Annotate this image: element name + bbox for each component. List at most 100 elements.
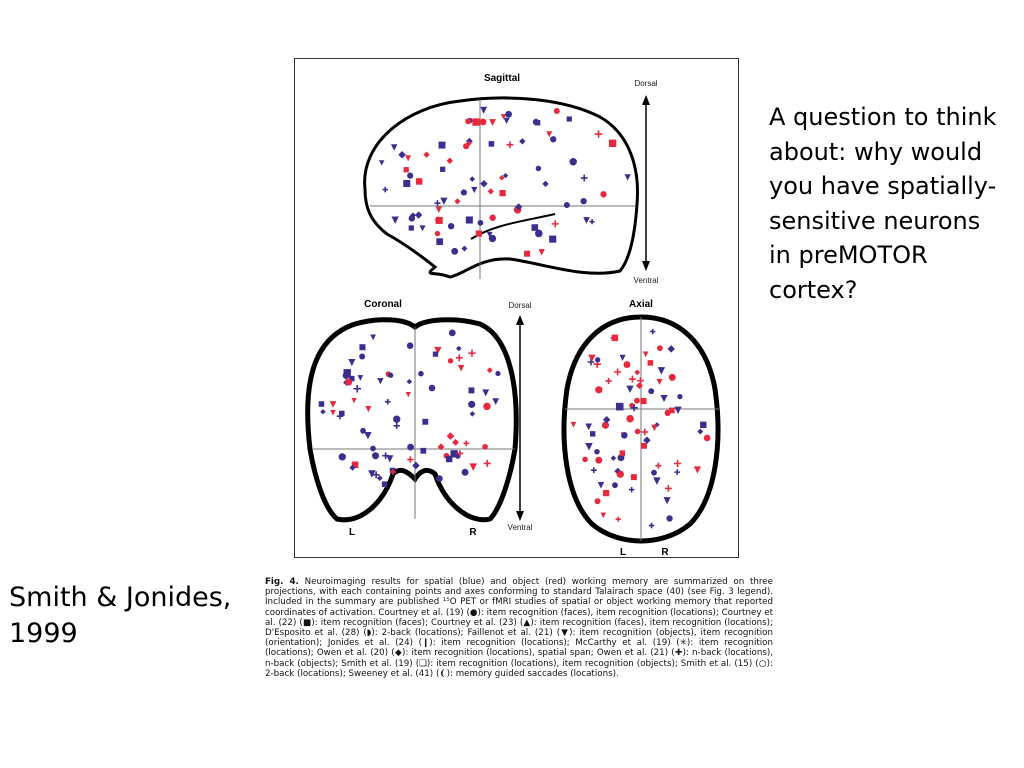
caption-text: Neuroimaging results for spatial (blue) … bbox=[265, 577, 773, 679]
coronal-activation-marker bbox=[468, 349, 476, 357]
axial-activation-marker bbox=[636, 382, 643, 390]
sagittal-activation-marker bbox=[589, 219, 595, 225]
coronal-activation-marker bbox=[329, 401, 337, 408]
axial-activation-marker bbox=[595, 357, 601, 363]
coronal-activation-marker bbox=[348, 358, 356, 367]
activation-markers bbox=[318, 106, 711, 529]
sagittal-activation-marker bbox=[465, 118, 472, 125]
coronal-activation-marker bbox=[338, 453, 346, 461]
sagittal-activation-marker bbox=[446, 157, 453, 164]
coronal-activation-marker bbox=[434, 346, 442, 355]
sagittal-activation-marker bbox=[479, 118, 487, 126]
coronal-activation-marker bbox=[357, 375, 364, 381]
sagittal-activation-marker bbox=[499, 189, 506, 197]
coronal-activation-marker bbox=[457, 365, 465, 372]
coronal-arrow-up-head bbox=[516, 315, 524, 325]
figure-svg: Sagittal Dorsal Ventral Coronal Dorsal V… bbox=[305, 73, 721, 558]
coronal-activation-marker bbox=[422, 418, 429, 425]
axial-activation-marker bbox=[668, 373, 676, 381]
sagittal-title: Sagittal bbox=[484, 73, 520, 84]
coronal-activation-marker bbox=[318, 401, 325, 407]
axial-activation-marker bbox=[637, 377, 644, 385]
coronal-activation-marker bbox=[345, 378, 353, 386]
coronal-activation-marker bbox=[384, 398, 391, 405]
coronal-activation-marker bbox=[351, 461, 359, 469]
coronal-activation-marker bbox=[349, 375, 355, 382]
sagittal-activation-marker bbox=[434, 216, 442, 224]
sagittal-activation-marker bbox=[488, 141, 495, 147]
axial-activation-marker bbox=[570, 421, 577, 428]
coronal-activation-marker bbox=[406, 378, 413, 385]
coronal-activation-marker bbox=[445, 455, 453, 463]
sagittal-activation-marker bbox=[580, 174, 588, 182]
axial-activation-marker bbox=[641, 442, 648, 449]
axial-activation-marker bbox=[603, 489, 610, 497]
sagittal-activation-marker bbox=[469, 176, 476, 182]
axial-activation-marker bbox=[589, 431, 596, 437]
sagittal-activation-marker bbox=[398, 151, 406, 159]
axial-activation-marker bbox=[656, 345, 663, 352]
axial-activation-marker bbox=[605, 377, 612, 385]
coronal-activation-marker bbox=[463, 440, 470, 447]
axial-activation-marker bbox=[623, 361, 631, 369]
axial-activation-marker bbox=[626, 385, 634, 393]
sagittal-activation-marker bbox=[550, 136, 557, 143]
sagittal-activation-marker bbox=[546, 131, 553, 138]
axial-activation-marker bbox=[660, 395, 668, 403]
axial-activation-marker bbox=[615, 516, 621, 522]
sagittal-activation-marker bbox=[460, 189, 467, 196]
axial-activation-marker bbox=[641, 428, 649, 436]
axial-activation-marker bbox=[634, 369, 641, 376]
coronal-ventral-label: Ventral bbox=[508, 523, 533, 532]
coronal-activation-marker bbox=[469, 411, 476, 417]
sagittal-activation-marker bbox=[600, 191, 607, 198]
coronal-activation-marker bbox=[456, 450, 464, 457]
coronal-activation-marker bbox=[359, 344, 366, 351]
coronal-activation-marker bbox=[339, 410, 345, 417]
sagittal-activation-marker bbox=[486, 231, 493, 238]
sagittal-activation-marker bbox=[563, 202, 570, 209]
coronal-activation-marker bbox=[412, 461, 420, 470]
coronal-activation-marker bbox=[461, 468, 469, 476]
axial-activation-marker bbox=[674, 406, 682, 414]
axial-right-label: R bbox=[661, 547, 669, 558]
sagittal-activation-marker bbox=[407, 172, 414, 179]
coronal-activation-marker bbox=[405, 391, 411, 398]
sagittal-activation-marker bbox=[534, 120, 541, 126]
sagittal-activation-marker bbox=[583, 217, 590, 224]
axial-activation-marker bbox=[628, 375, 636, 383]
sagittal-activation-marker bbox=[419, 225, 426, 232]
axial-activation-marker bbox=[693, 466, 702, 474]
sagittal-activation-marker bbox=[535, 229, 543, 238]
sagittal-ventral-label: Ventral bbox=[634, 276, 659, 285]
axial-activation-marker bbox=[648, 522, 655, 529]
axial-activation-marker bbox=[648, 388, 655, 395]
sagittal-activation-marker bbox=[477, 219, 484, 226]
axial-activation-marker bbox=[611, 334, 619, 342]
sagittal-activation-marker bbox=[438, 141, 446, 149]
axial-title: Axial bbox=[629, 299, 653, 310]
coronal-activation-marker bbox=[428, 384, 436, 392]
axial-activation-marker bbox=[615, 402, 624, 411]
axial-activation-marker bbox=[626, 414, 634, 423]
figure-caption: Fig. 4. Neuroimaging results for spatial… bbox=[265, 577, 773, 679]
coronal-activation-marker bbox=[436, 475, 443, 482]
sagittal-activation-marker bbox=[624, 174, 631, 181]
axial-activation-marker bbox=[614, 368, 622, 376]
coronal-activation-marker bbox=[370, 334, 377, 341]
sagittal-activation-marker bbox=[447, 222, 455, 230]
sagittal-activation-marker bbox=[436, 238, 443, 245]
axial-activation-marker bbox=[640, 397, 647, 405]
axial-activation-marker bbox=[665, 485, 672, 492]
sagittal-activation-marker bbox=[489, 119, 497, 126]
coronal-activation-marker bbox=[343, 369, 351, 377]
sagittal-activation-marker bbox=[519, 138, 526, 145]
axial-activation-marker bbox=[621, 432, 628, 439]
axial-activation-marker bbox=[666, 515, 673, 522]
caption-label: Fig. 4. bbox=[265, 577, 299, 587]
sagittal-activation-marker bbox=[454, 198, 461, 205]
coronal-activation-marker bbox=[393, 422, 400, 430]
sagittal-activation-marker bbox=[414, 211, 423, 219]
coronal-activation-marker bbox=[432, 351, 439, 357]
coronal-activation-marker bbox=[368, 470, 376, 478]
